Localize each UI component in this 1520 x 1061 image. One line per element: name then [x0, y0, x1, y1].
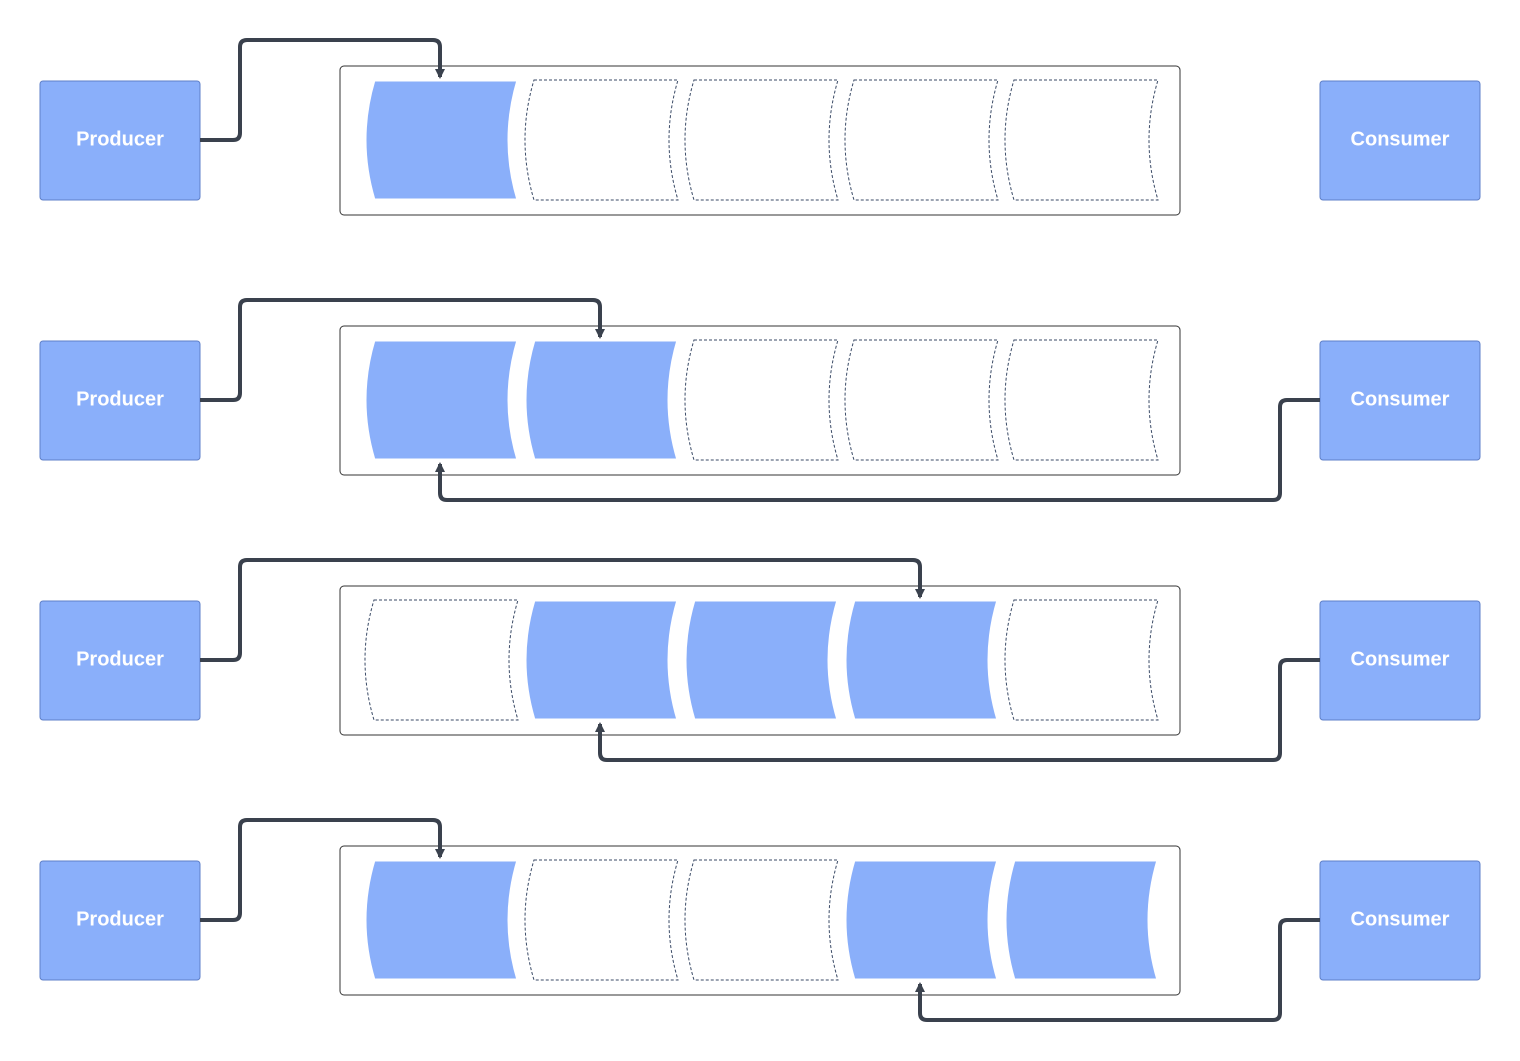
buffer-slot-filled — [523, 338, 681, 462]
buffer-slot-filled — [1003, 858, 1161, 982]
buffer-slot-filled — [363, 78, 521, 202]
buffer-slot-empty — [1004, 599, 1159, 721]
buffer-slot-empty — [1004, 339, 1159, 461]
consumer-pointer-arrow — [915, 918, 1320, 1022]
producer-label: Producer — [76, 908, 164, 930]
buffer-slot-empty — [524, 79, 679, 201]
buffer-slot-empty — [684, 339, 839, 461]
producer-node: Producer — [39, 80, 201, 201]
producer-pointer-arrow — [200, 298, 605, 402]
buffer-slot-empty — [524, 859, 679, 981]
buffer-slot-filled — [683, 598, 841, 722]
buffer-slot-empty — [684, 79, 839, 201]
consumer-label: Consumer — [1351, 648, 1450, 670]
buffer-slot-filled — [843, 858, 1001, 982]
consumer-pointer-arrow — [435, 398, 1320, 502]
consumer-pointer-arrow — [595, 658, 1320, 762]
producer-pointer-arrow — [200, 558, 925, 662]
buffer-slot-filled — [363, 858, 521, 982]
producer-label: Producer — [76, 128, 164, 150]
buffer-slot-empty — [684, 859, 839, 981]
producer-pointer-arrow — [200, 818, 445, 922]
producer-label: Producer — [76, 648, 164, 670]
buffer-slot-empty — [364, 599, 519, 721]
buffer-row-3: Producer Consumer — [39, 558, 1481, 762]
buffer-slot-filled — [843, 598, 1001, 722]
buffer-slot-empty — [1004, 79, 1159, 201]
consumer-node: Consumer — [1319, 340, 1481, 461]
buffer-slot-empty — [844, 339, 999, 461]
consumer-node: Consumer — [1319, 80, 1481, 201]
producer-label: Producer — [76, 388, 164, 410]
producer-node: Producer — [39, 340, 201, 461]
consumer-node: Consumer — [1319, 860, 1481, 981]
consumer-label: Consumer — [1351, 128, 1450, 150]
buffer-slot-empty — [844, 79, 999, 201]
consumer-node: Consumer — [1319, 600, 1481, 721]
buffer-slot-filled — [363, 338, 521, 462]
buffer-slot-filled — [523, 598, 681, 722]
consumer-box — [1319, 80, 1481, 201]
consumer-label: Consumer — [1351, 388, 1450, 410]
buffer-row-2: Producer Consumer — [39, 298, 1481, 502]
buffer-row-1: Producer Consumer — [39, 38, 1481, 216]
buffer-row-4: Producer Consumer — [39, 818, 1481, 1022]
producer-node: Producer — [39, 860, 201, 981]
consumer-label: Consumer — [1351, 908, 1450, 930]
producer-node: Producer — [39, 600, 201, 721]
producer-pointer-arrow — [200, 38, 445, 142]
